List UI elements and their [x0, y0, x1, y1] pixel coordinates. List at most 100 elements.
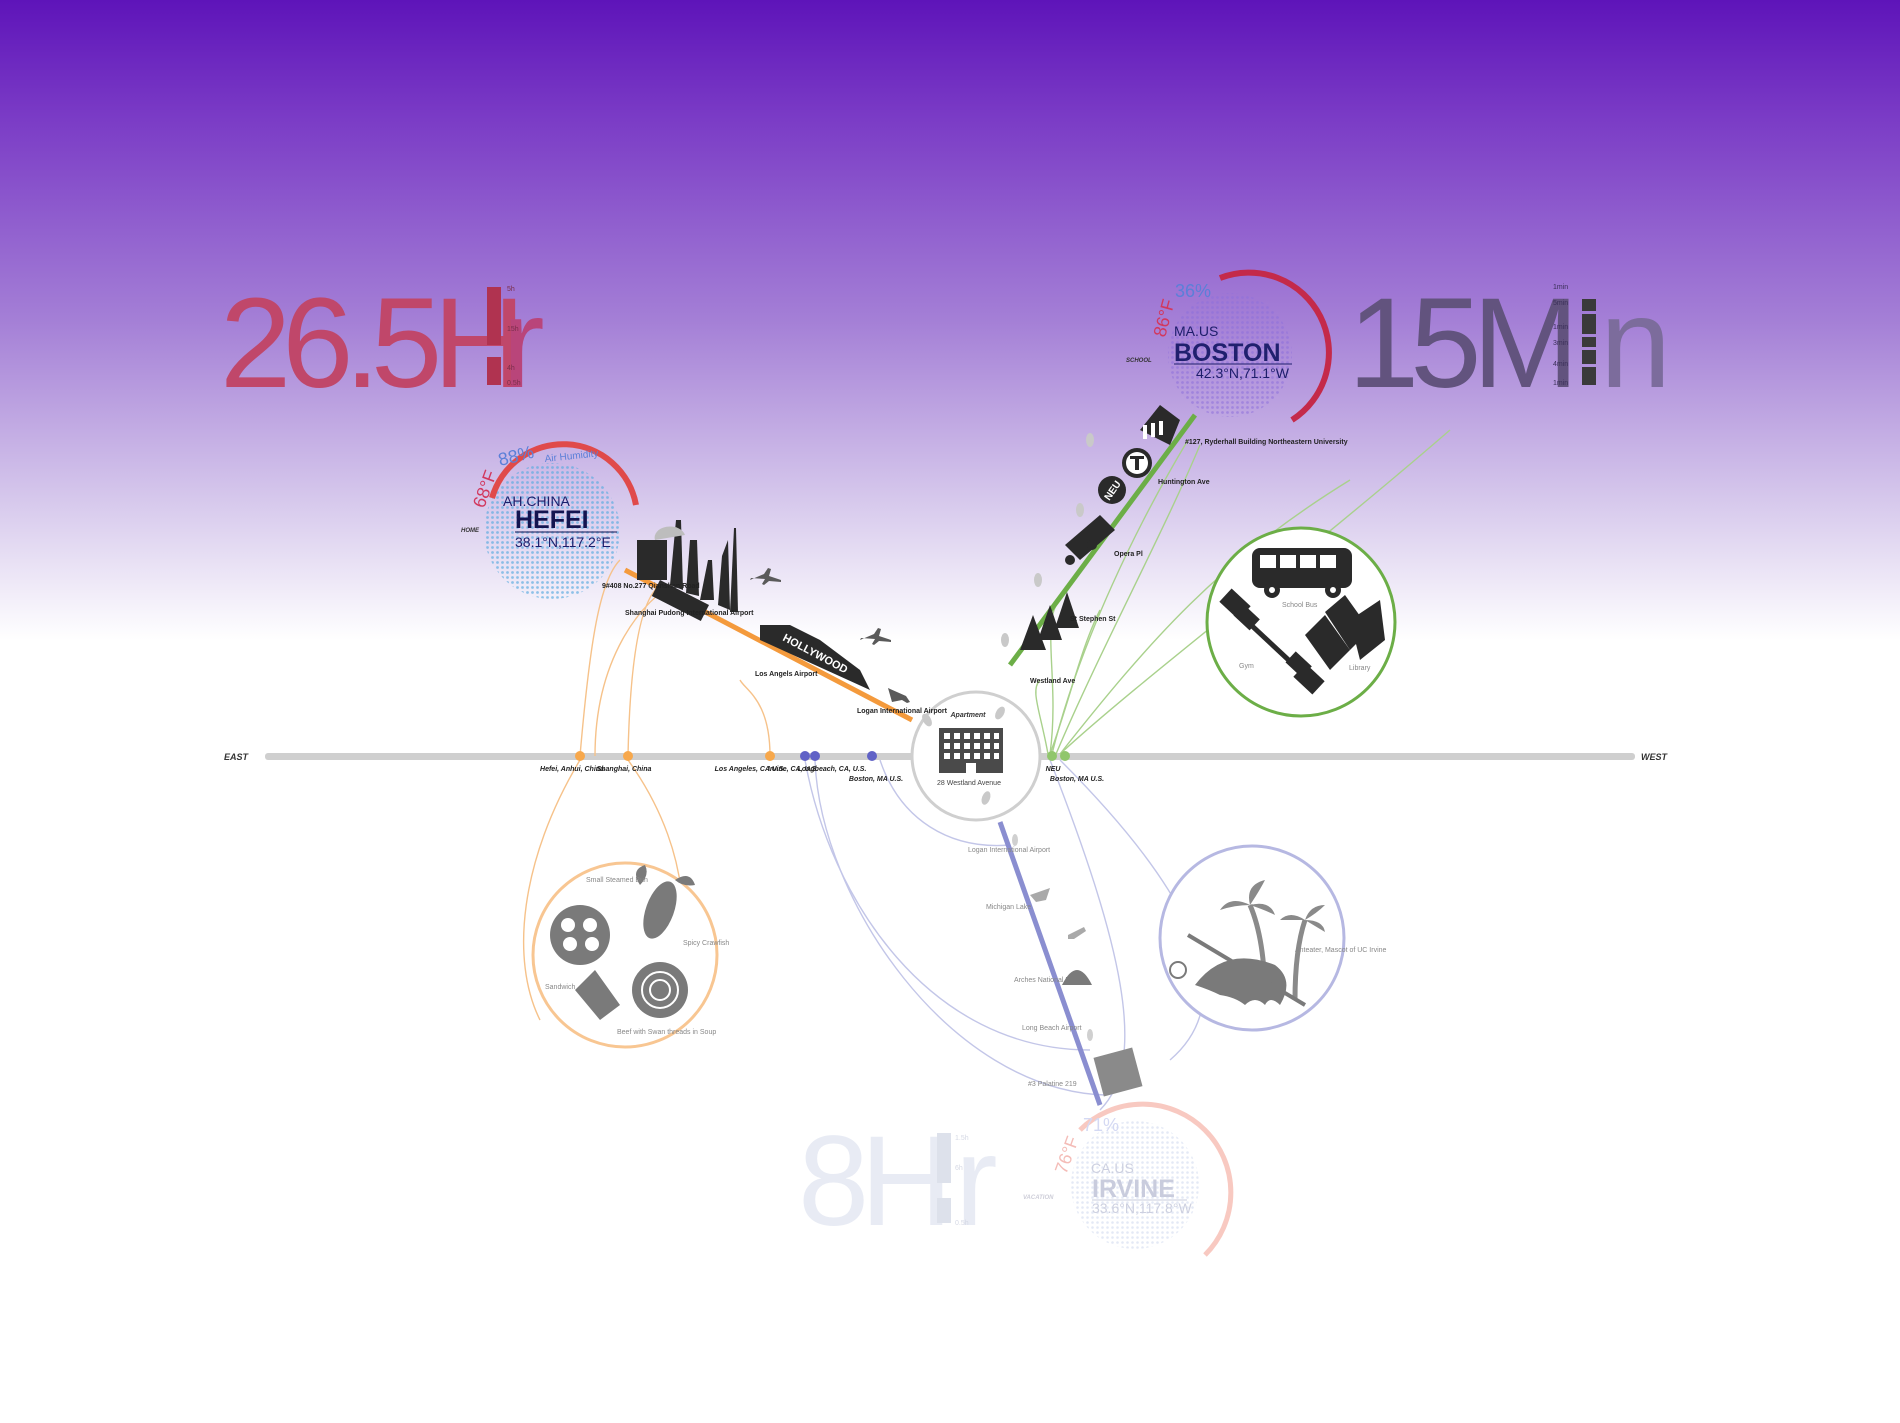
green-westland-label: Westland Ave: [1030, 678, 1075, 685]
hefei-duration-value: 26.5H: [220, 272, 517, 415]
blue-footprints-icon: [1012, 834, 1093, 1041]
gym-label: Gym: [1239, 663, 1254, 670]
hefei-region: AH.CHINA: [503, 493, 571, 509]
green-footprints-icon: [1001, 433, 1094, 647]
food-bun-label: Small Steamed Bun: [586, 877, 648, 884]
university-building-icon: [1140, 405, 1180, 445]
boston-duration-bar: [1582, 314, 1596, 334]
svg-text:1min: 1min: [1553, 284, 1568, 291]
boston-city-badge[interactable]: 86°F 36% SCHOOL MA.US BOSTON 42.3°N,71.1…: [1126, 269, 1332, 423]
boston-duration: 15M n 1min 5min 1min 3min 4min 1min: [1348, 272, 1672, 415]
library-label: Library: [1349, 665, 1371, 672]
irvine-duration: 8H r 1.5h 6h 0.5h: [798, 1110, 1005, 1253]
irvine-city-badge[interactable]: 76°F 71% VACATION CA.US IRVINE 33.6°N,11…: [1023, 1101, 1234, 1257]
anteater-label: Anteater, Mascot of UC Irvine: [1295, 947, 1387, 954]
plane-icon: [1068, 927, 1086, 939]
green-huntington-label: Huntington Ave: [1158, 479, 1210, 486]
svg-text:15h: 15h: [507, 326, 519, 333]
blue-arches-label: Arches National Park: [1014, 977, 1080, 984]
school-bus-icon: [1252, 548, 1352, 598]
blue-route-icons: [1012, 834, 1143, 1097]
axis-point-irvine: Irvine, CA, U.S.: [768, 766, 818, 773]
boston-humidity: 36%: [1175, 281, 1211, 301]
anteater-icon: [1169, 933, 1307, 1007]
hefei-humidity: 88%: [496, 442, 536, 470]
hefei-name: HEFEI: [515, 506, 589, 534]
svg-text:0.5h: 0.5h: [507, 380, 521, 387]
boston-duration-suffix: n: [1600, 272, 1663, 415]
orange-start-label: 9#408 No.277 Qianshan Road: [602, 583, 700, 590]
building-icon: [939, 728, 1003, 773]
sandwich-icon: [575, 970, 620, 1020]
hefei-tag: HOME: [461, 528, 480, 534]
boston-region: MA.US: [1174, 323, 1218, 339]
hefei-humidity-label: Air Humidity: [544, 448, 599, 465]
axis-point-hefei: Hefei, Anhui, China: [540, 766, 604, 773]
axis-point-la: Los Angeles, CA U.S.: [715, 766, 786, 773]
crawfish-icon: [636, 865, 695, 939]
blue-connectors: [804, 759, 1205, 1111]
blue-route-line: [997, 821, 1103, 1106]
boston-duration-value: 15M: [1348, 272, 1570, 415]
axis-points: Hefei, Anhui, China Shanghai, China Los …: [540, 751, 1104, 783]
green-top-label: #127, Ryderhall Building Northeastern Un…: [1185, 439, 1348, 446]
vacation-circle[interactable]: Anteater, Mascot of UC Irvine: [1158, 844, 1387, 1032]
orange-shanghai-label: Shanghai Pudong International Airport: [625, 610, 754, 617]
hefei-temp-arc: [489, 441, 639, 506]
ship-icon: [1030, 888, 1050, 902]
steamed-bun-icon: [550, 905, 610, 965]
irvine-duration-suffix: r: [955, 1110, 996, 1253]
apartment-title: Apartment: [949, 712, 986, 719]
hefei-city-badge[interactable]: 68°F 88% Air Humidity HOME AH.CHINA HEFE…: [461, 441, 639, 599]
axis-west-label: WEST: [1641, 752, 1669, 762]
food-truck-icon: [1065, 515, 1115, 565]
hefei-duration-suffix: r: [502, 272, 543, 415]
umbrella-icon: [654, 526, 685, 540]
irvine-tag: VACATION: [1023, 1195, 1054, 1201]
svg-text:5h: 5h: [507, 286, 515, 293]
svg-text:4h: 4h: [507, 365, 515, 372]
arch-icon: [1062, 970, 1092, 985]
axis-east-label: EAST: [224, 752, 250, 762]
axis-point-shanghai: Shanghai, China: [597, 766, 652, 773]
footprints-icon: [922, 706, 1005, 805]
axis-point-neu: NEU: [1046, 766, 1062, 773]
neu-badge-icon: NEU: [1098, 476, 1126, 504]
blue-palatine-label: #3 Palatine 219: [1028, 1081, 1077, 1088]
svg-text:0.5h: 0.5h: [955, 1220, 969, 1227]
palm-tree-icon: [1220, 880, 1325, 1001]
food-sandwich-label: Sandwich: [545, 984, 575, 991]
svg-text:5min: 5min: [1553, 300, 1568, 307]
svg-text:4min: 4min: [1553, 361, 1568, 368]
shanghai-skyline-icon: [637, 520, 738, 622]
food-crawfish-label: Spicy Crawfish: [683, 940, 729, 947]
irvine-humidity: 71%: [1083, 1115, 1119, 1135]
boston-temp-arc: [1218, 269, 1332, 423]
school-activities-circle[interactable]: School Bus Gym Library: [1205, 526, 1397, 718]
irvine-duration-value: 8H: [798, 1110, 944, 1253]
blue-route-labels: Logan International Airport Michigan Lak…: [968, 847, 1082, 1088]
svg-text:6h: 6h: [955, 1165, 963, 1172]
t-station-icon: [1122, 448, 1152, 478]
svg-text:1min: 1min: [1553, 324, 1568, 331]
hotel-icon: [1093, 1047, 1143, 1097]
green-stephen-label: St Stephen St: [1070, 616, 1116, 623]
apartment-address: 28 Westland Avenue: [937, 780, 1001, 787]
axis-point-boston-right: Boston, MA U.S.: [1050, 776, 1104, 783]
hefei-coords: 38.1°N,117.2°E: [515, 534, 611, 550]
airplane-icon: [750, 568, 910, 703]
boston-tag: SCHOOL: [1126, 358, 1152, 364]
food-circle[interactable]: Small Steamed Bun Spicy Crawfish Sandwic…: [531, 861, 729, 1049]
green-route-labels: #127, Ryderhall Building Northeastern Un…: [1030, 439, 1348, 685]
svg-text:3min: 3min: [1553, 340, 1568, 347]
irvine-region: CA.US: [1091, 1160, 1134, 1176]
irvine-temp-arc: [1078, 1101, 1234, 1257]
hefei-duration: 26.5H r 5h 15h 4h 0.5h: [220, 272, 552, 415]
apartment-hub[interactable]: Apartment 28 Westland Avenue: [910, 690, 1042, 822]
blue-longbeach-label: Long Beach Airport: [1022, 1025, 1082, 1032]
food-noodle-label: Beef with Swan threads in Soup: [617, 1029, 716, 1036]
axis-point-longbeach: Longbeach, CA, U.S.: [798, 766, 867, 773]
irvine-name: IRVINE: [1092, 1175, 1175, 1203]
irvine-coords: 33.6°N,117.8°W: [1092, 1200, 1192, 1216]
